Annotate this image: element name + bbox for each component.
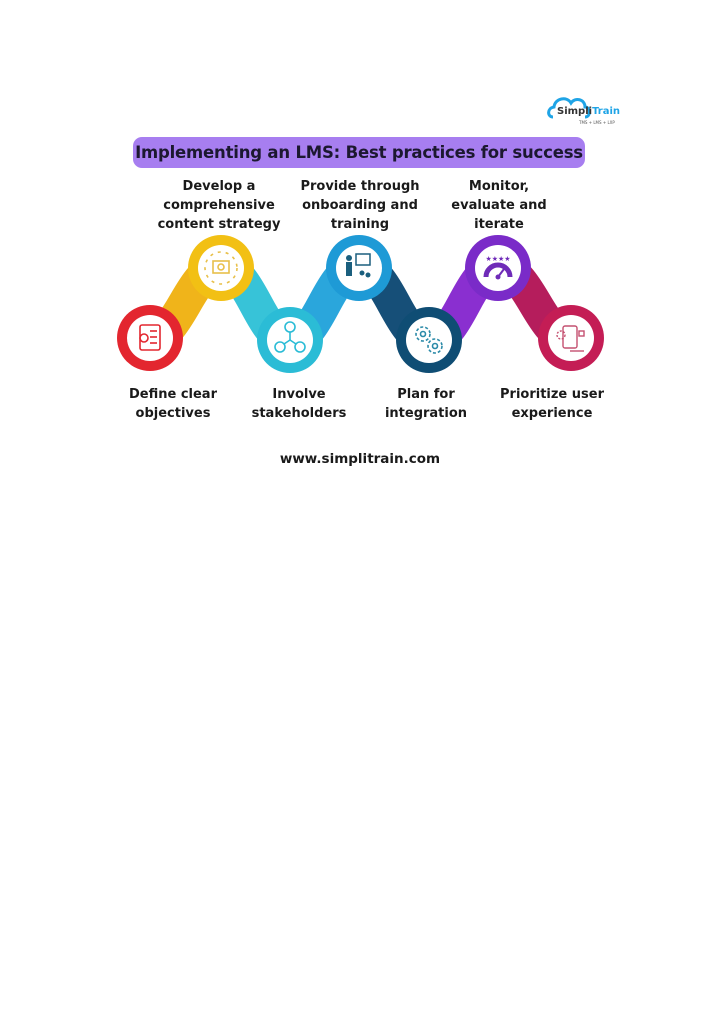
step-node-define-objectives xyxy=(117,305,183,371)
logo-name: SimpliTrain xyxy=(557,106,621,117)
step-node-user-experience xyxy=(538,305,604,371)
step-node-monitor: ★★★★ xyxy=(465,235,531,301)
svg-text:★★★★: ★★★★ xyxy=(485,255,510,263)
step-node-content-strategy xyxy=(188,235,254,301)
simplitrain-logo: SimpliTrain TMS + LMS + LXP xyxy=(545,93,620,131)
page-title: Implementing an LMS: Best practices for … xyxy=(133,137,585,168)
step-node-integration xyxy=(396,307,462,373)
clipboard-checklist-icon xyxy=(139,324,161,351)
gauge-rating-icon: ★★★★ xyxy=(483,255,513,280)
presentation-training-icon xyxy=(346,253,371,278)
logo-tagline: TMS + LMS + LXP xyxy=(579,120,615,125)
website-link[interactable]: www.simplitrain.com xyxy=(279,451,441,467)
stakeholders-network-icon xyxy=(274,321,306,353)
cloud-logo-icon xyxy=(547,97,591,119)
step-node-stakeholders xyxy=(257,307,323,373)
step-node-onboarding xyxy=(326,235,392,301)
gears-integration-icon xyxy=(415,326,443,354)
user-experience-icon xyxy=(556,325,585,352)
content-strategy-icon xyxy=(204,251,238,285)
process-chain-diagram: ★★★★ xyxy=(117,235,604,373)
